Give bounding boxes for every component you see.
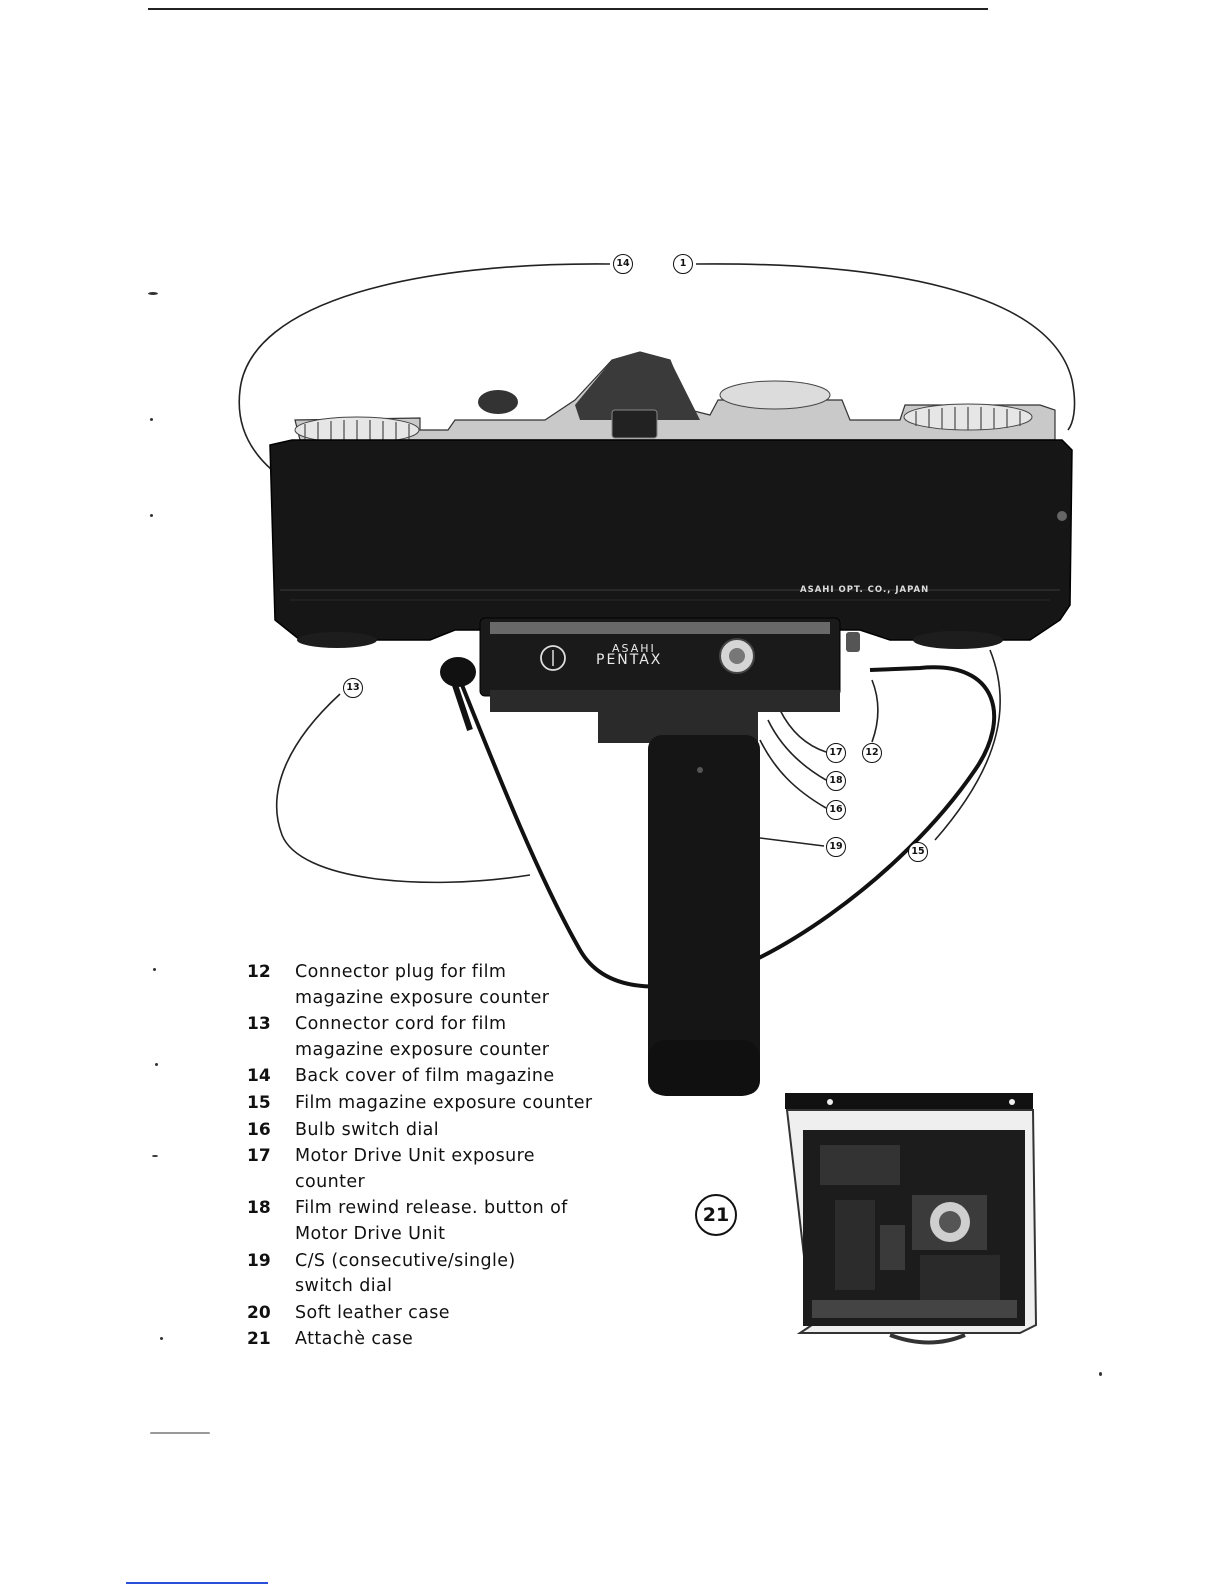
scan-speck: [150, 514, 153, 517]
legend-number: 15: [247, 1092, 271, 1113]
magazine-screw: [1057, 511, 1067, 521]
legend-text: Connector cord for film magazine exposur…: [295, 1014, 550, 1060]
scan-speck: [153, 968, 156, 971]
callout-15: 15: [908, 842, 928, 862]
eyepiece: [611, 409, 658, 439]
callout-17: 17: [826, 743, 846, 763]
callout-14: 14: [613, 254, 633, 274]
legend-item: 13 Connector cord for film magazine expo…: [247, 1012, 647, 1063]
leader-15: [934, 649, 1001, 841]
legend-item: 12 Connector plug for film magazine expo…: [247, 960, 647, 1011]
leader-1: [695, 263, 1076, 431]
legend-text: Film rewind release. button of Motor Dri…: [295, 1198, 568, 1244]
callout-16: 16: [826, 800, 846, 820]
legend-text: C/S (consecutive/single) switch dial: [295, 1250, 516, 1297]
legend-number: 20: [247, 1302, 271, 1323]
asahi-logo-icon: [540, 645, 566, 671]
attache-case-photo: [785, 1093, 1038, 1345]
legend-item: 16 Bulb switch dial: [247, 1118, 647, 1144]
film-magazine-body: [269, 439, 1073, 641]
scan-speck: [150, 1432, 210, 1434]
callout-13: 13: [343, 678, 363, 698]
leader-18: [767, 719, 827, 781]
scan-speck: [150, 418, 153, 421]
callout-12: 12: [862, 743, 882, 763]
leader-12: [871, 679, 879, 743]
legend-number: 18: [247, 1198, 271, 1219]
legend-item: 20 Soft leather case: [247, 1301, 647, 1327]
scan-speck: [160, 1337, 163, 1340]
legend-number: 16: [247, 1119, 271, 1140]
legend-item: 14 Back cover of film magazine: [247, 1064, 647, 1090]
legend-number: 19: [247, 1250, 271, 1271]
maker-text: ASAHI OPT. CO., JAPAN: [800, 585, 930, 595]
leader-13: [275, 693, 531, 884]
film-advance-dial: [719, 380, 831, 410]
parts-legend: 12 Connector plug for film magazine expo…: [247, 960, 647, 1353]
leader-16: [759, 739, 827, 809]
scan-speck: [155, 1063, 158, 1066]
brand-asahi: ASAHI: [612, 642, 656, 655]
figure-number-21: 21: [695, 1194, 737, 1236]
legend-item: 19 C/S (consecutive/single) switch dial: [247, 1249, 647, 1300]
legend-number: 13: [247, 1014, 271, 1035]
pistol-grip: [648, 735, 760, 1095]
callout-18: 18: [826, 771, 846, 791]
legend-item: 15 Film magazine exposure counter: [247, 1091, 647, 1117]
connector-plug-left: [440, 657, 476, 687]
leader-19: [759, 837, 825, 847]
pentaprism: [575, 352, 700, 420]
leader-14: [238, 263, 611, 471]
scan-speck: [148, 292, 158, 295]
legend-text: Attachè case: [295, 1329, 414, 1350]
legend-text: Motor Drive Unit exposure counter: [295, 1146, 535, 1192]
bottom-link-rule: [126, 1582, 268, 1584]
legend-number: 21: [247, 1329, 271, 1350]
legend-text: Bulb switch dial: [295, 1119, 440, 1140]
plug-stem: [452, 684, 473, 731]
legend-text: Connector plug for film magazine exposur…: [295, 962, 550, 1008]
top-rule: [148, 8, 988, 10]
legend-item: 17 Motor Drive Unit exposure counter: [247, 1144, 647, 1195]
legend-text: Film magazine exposure counter: [295, 1092, 593, 1113]
legend-number: 12: [247, 962, 271, 982]
callout-19: 19: [826, 837, 846, 857]
legend-number: 17: [247, 1146, 271, 1167]
leader-17: [779, 709, 827, 753]
brand-pentax: PENTAX: [596, 652, 663, 668]
callout-1: 1: [673, 254, 693, 274]
legend-text: Back cover of film magazine: [295, 1066, 555, 1087]
legend-item: 21 Attachè case: [247, 1327, 647, 1353]
scan-speck: [1099, 1372, 1102, 1376]
legend-number: 14: [247, 1066, 271, 1087]
shutter-dial: [478, 390, 518, 414]
connector-socket: [846, 632, 860, 652]
scan-speck: [152, 1155, 158, 1157]
legend-item: 18 Film rewind release. button of Motor …: [247, 1196, 647, 1247]
legend-text: Soft leather case: [295, 1302, 450, 1323]
